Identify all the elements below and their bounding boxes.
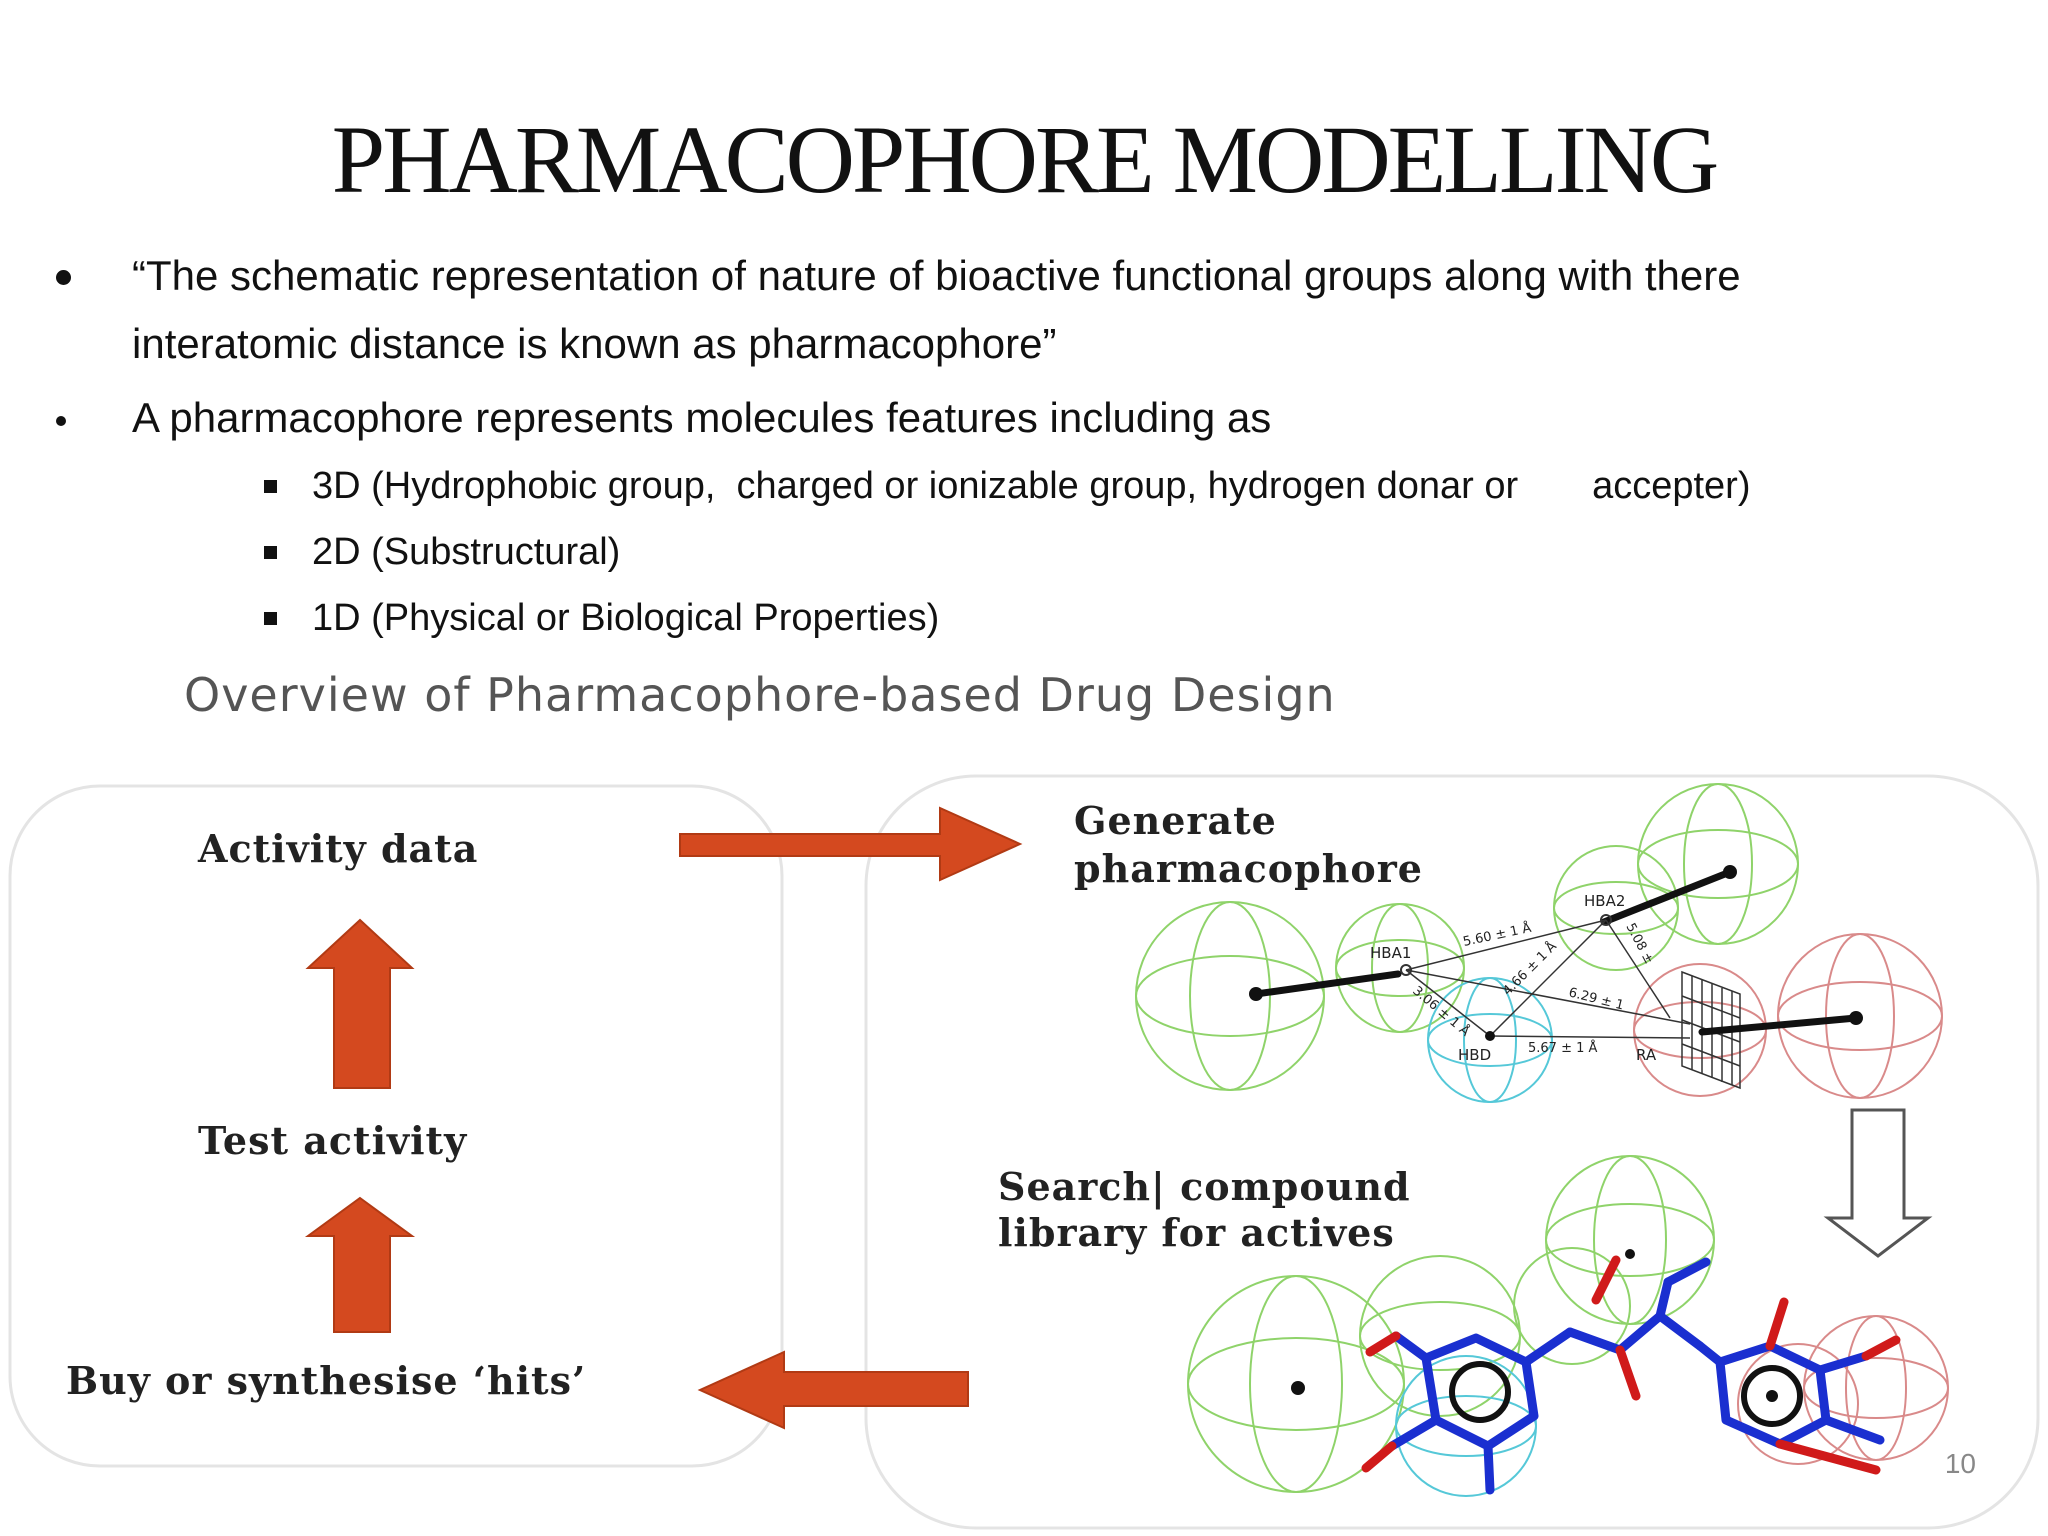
right-panel — [864, 774, 2040, 1530]
sub-bullet-1d: 1D (Physical or Biological Properties) — [312, 597, 940, 639]
label-hbd: HBD — [1458, 1046, 1491, 1064]
step-test-activity: Test activity — [198, 1118, 468, 1163]
slide-title: PHARMACOPHORE MODELLING — [331, 106, 1719, 213]
distance-label: 5.08 ± — [1622, 921, 1656, 967]
sub-bullet-marker — [264, 546, 277, 559]
sub-bullet-2d: 2D (Substructural) — [312, 531, 621, 573]
docked-molecule — [1187, 1155, 1949, 1497]
sub-bullet-marker — [264, 612, 277, 625]
sub-bullet-3d: 3D (Hydrophobic group, charged or ioniza… — [312, 465, 1751, 507]
distance-label: 3.06 ± 1 Å — [1409, 983, 1473, 1040]
bullet-definition-line2: interatomic distance is known as pharmac… — [132, 320, 1057, 367]
sub-bullet-marker — [264, 480, 277, 493]
bullet-marker — [56, 416, 66, 426]
page-number: 10 — [1944, 1448, 1976, 1479]
step-activity-data: Activity data — [198, 826, 479, 871]
bullet-features: A pharmacophore represents molecules fea… — [132, 394, 1272, 441]
label-hba2: HBA2 — [1584, 892, 1625, 910]
label-hba1: HBA1 — [1370, 944, 1411, 962]
left-panel — [8, 784, 784, 1468]
right-arrow-icon — [679, 806, 1023, 882]
pharmacophore-model — [1135, 783, 1943, 1103]
step-search-line2: library for actives — [998, 1210, 1395, 1255]
up-arrow-icon — [305, 918, 415, 1089]
down-arrow-icon — [1823, 1108, 1933, 1258]
distance-label: 4.66 ± 1 Å — [1500, 938, 1560, 998]
bullet-marker — [56, 270, 71, 285]
step-generate-line2: pharmacophore — [1074, 846, 1423, 891]
up-arrow-icon — [304, 1196, 416, 1333]
bullet-definition-line1: “The schematic representation of nature … — [132, 252, 1741, 299]
label-ra: RA — [1636, 1046, 1657, 1064]
distance-label: 5.60 ± 1 Å — [1462, 920, 1533, 950]
step-search-line1: Search| compound — [998, 1164, 1411, 1209]
distance-label: 6.29 ± 1 — [1567, 985, 1625, 1013]
distance-label: 5.67 ± 1 Å — [1528, 1040, 1598, 1056]
step-buy-synthesise: Buy or synthesise ‘hits’ — [66, 1358, 587, 1403]
left-arrow-icon — [697, 1350, 969, 1430]
step-generate-line1: Generate — [1074, 798, 1277, 843]
figure-heading: Overview of Pharmacophore-based Drug Des… — [184, 668, 1336, 722]
